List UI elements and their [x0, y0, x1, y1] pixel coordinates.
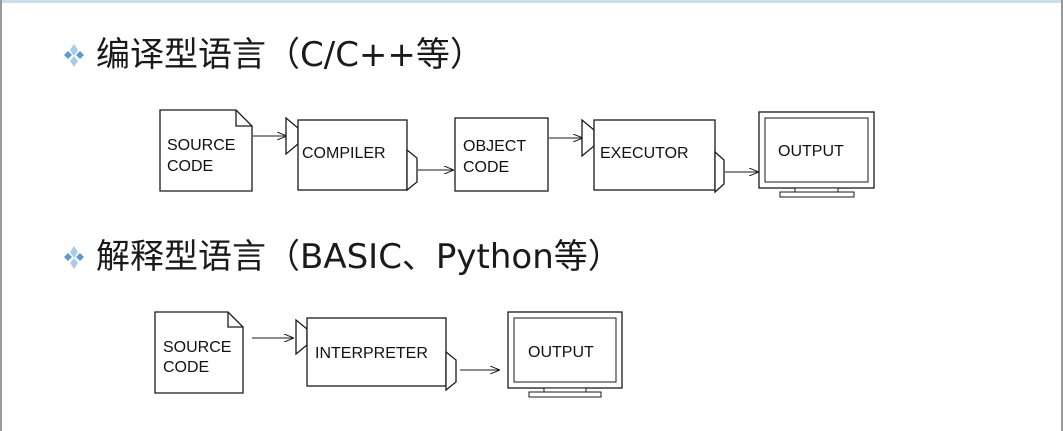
- output-port: [406, 148, 418, 192]
- output-port: [445, 350, 457, 392]
- source-code-label-line2: CODE: [163, 359, 209, 376]
- input-port: [295, 318, 308, 356]
- heading-text: 解释型语言（BASIC、Python等）: [96, 237, 622, 277]
- compiler-label: COMPILER: [302, 145, 386, 162]
- heading-text: 编译型语言（C/C++等）: [96, 35, 484, 75]
- monitor-icon: [507, 311, 623, 398]
- four-diamond-bullet-icon: [64, 246, 84, 269]
- source-code-label-line1: SOURCE: [163, 339, 231, 356]
- document-icon: [154, 311, 244, 394]
- source-code-label-line1: SOURCE: [167, 137, 235, 154]
- compiler-box: [297, 119, 408, 191]
- heading-compiled-languages: 编译型语言（C/C++等）: [60, 38, 484, 72]
- executor-label: EXECUTOR: [600, 145, 689, 162]
- source-code-label-line2: CODE: [167, 158, 213, 175]
- monitor-icon: [758, 111, 875, 198]
- slide-top-border: [0, 0, 1063, 3]
- slide-left-border: [0, 0, 2, 431]
- input-port: [581, 118, 595, 158]
- four-diamond-bullet-icon: [64, 44, 84, 67]
- input-port: [285, 116, 299, 156]
- compiled-flow: SOURCE CODE COMPILER OBJECT CODE EXECUTO…: [159, 109, 875, 198]
- document-icon: [159, 109, 253, 192]
- interpreter-box: [306, 317, 447, 387]
- output-label: OUTPUT: [528, 344, 594, 361]
- object-code-label-line1: OBJECT: [463, 138, 526, 155]
- interpreted-flow: SOURCE CODE INTERPRETER OUTPUT: [154, 311, 623, 398]
- object-code-box: [454, 117, 549, 192]
- object-code-label-line2: CODE: [463, 159, 509, 176]
- slide-right-border: [1061, 0, 1063, 431]
- heading-interpreted-languages: 解释型语言（BASIC、Python等）: [60, 240, 622, 274]
- output-port: [714, 150, 725, 194]
- output-label: OUTPUT: [778, 143, 844, 160]
- interpreter-label: INTERPRETER: [315, 345, 428, 362]
